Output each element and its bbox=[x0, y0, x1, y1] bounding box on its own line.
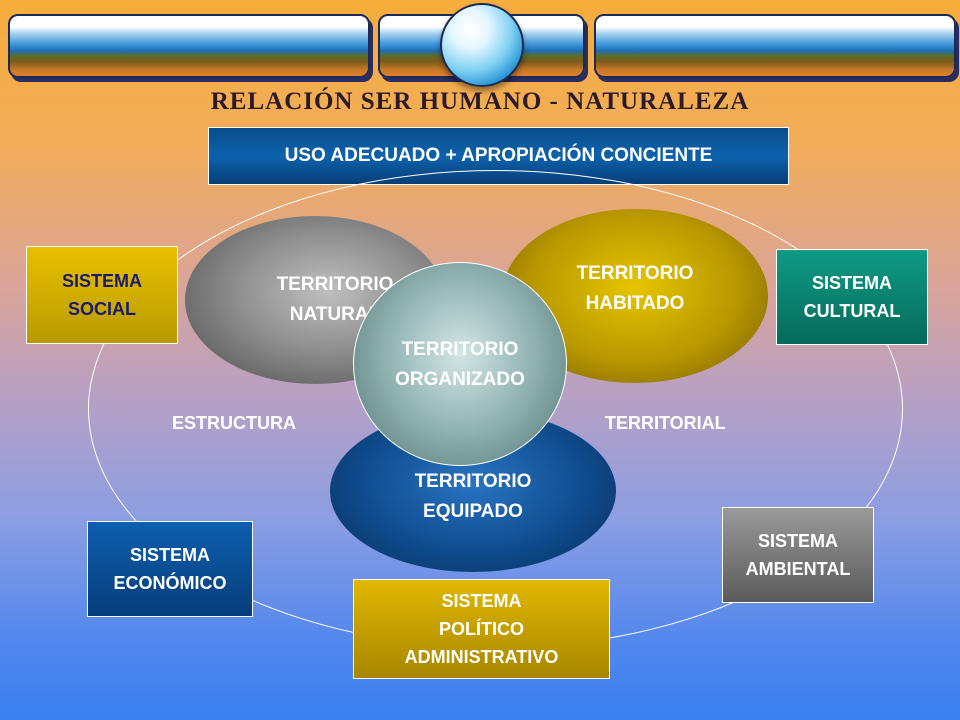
territorio-organizado-circle: TERRITORIO ORGANIZADO bbox=[353, 262, 567, 466]
territorio-habitado-label: TERRITORIO HABITADO bbox=[576, 263, 694, 314]
sistema-cultural-box: SISTEMA CULTURAL bbox=[776, 249, 928, 345]
sistema-economico-label: SISTEMA ECONÓMICO bbox=[113, 545, 227, 593]
territorio-equipado-ellipse: TERRITORIO EQUIPADO bbox=[330, 410, 616, 572]
sistema-ambiental-box: SISTEMA AMBIENTAL bbox=[722, 507, 874, 603]
sistema-politico-box: SISTEMA POLÍTICO ADMINISTRATIVO bbox=[353, 579, 610, 679]
sistema-economico-box: SISTEMA ECONÓMICO bbox=[87, 521, 253, 617]
sistema-cultural-label: SISTEMA CULTURAL bbox=[803, 273, 901, 321]
sistema-ambiental-label: SISTEMA AMBIENTAL bbox=[745, 531, 851, 579]
landscape-banner-right bbox=[594, 14, 956, 78]
page-title: RELACIÓN SER HUMANO - NATURALEZA bbox=[210, 88, 750, 115]
sistema-politico-label: SISTEMA POLÍTICO ADMINISTRATIVO bbox=[404, 591, 559, 667]
globe-icon bbox=[440, 3, 524, 87]
top-banner-label: USO ADECUADO + APROPIACIÓN CONCIENTE bbox=[284, 145, 713, 166]
sistema-social-box: SISTEMA SOCIAL bbox=[26, 246, 178, 344]
territorio-equipado-label: TERRITORIO EQUIPADO bbox=[414, 471, 532, 522]
sistema-social-label: SISTEMA SOCIAL bbox=[61, 271, 142, 319]
territorio-organizado-label: TERRITORIO ORGANIZADO bbox=[395, 339, 525, 390]
landscape-banner-left bbox=[8, 14, 370, 78]
estructura-label: ESTRUCTURA bbox=[172, 413, 296, 433]
territorio-natural-label: TERRITORIO NATURAL bbox=[276, 274, 394, 325]
territorial-label: TERRITORIAL bbox=[605, 413, 726, 433]
